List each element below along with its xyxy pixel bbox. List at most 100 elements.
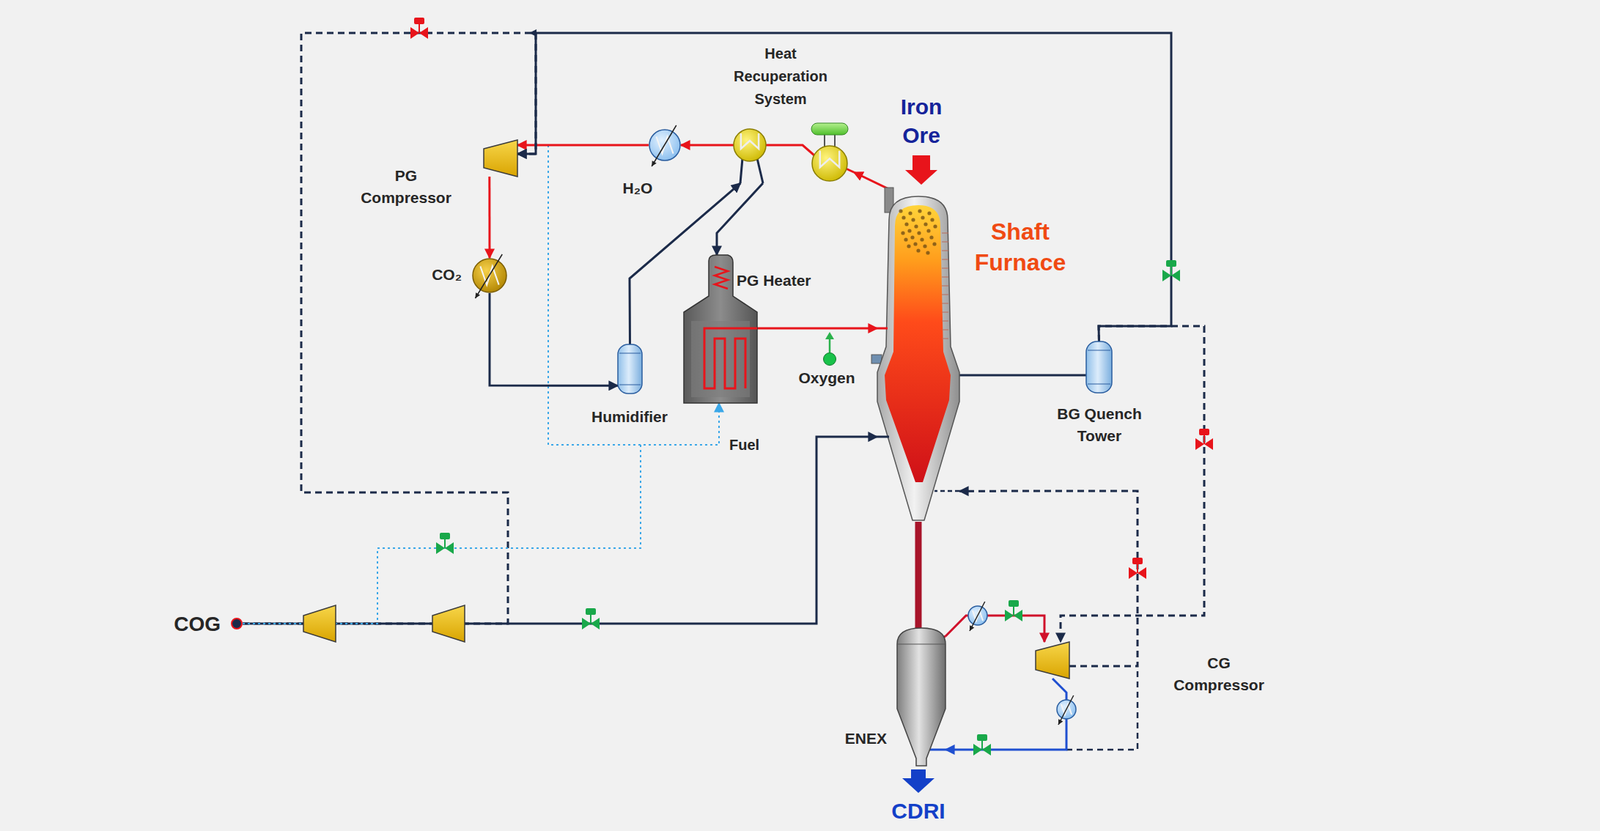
symbol-group [1086, 341, 1112, 393]
equipment-circle [916, 230, 921, 235]
pipe-line [941, 303, 949, 305]
pipe-path [877, 196, 960, 521]
equipment-circle [911, 217, 915, 222]
symbol-group [581, 608, 600, 630]
equipment-icon [877, 189, 960, 527]
equipment-shape [581, 617, 591, 630]
equipment-label: Oxygen [798, 368, 855, 388]
equipment-node: Shaft Furnace [877, 189, 960, 527]
product-arrow [902, 769, 935, 794]
symbol-group [1128, 557, 1147, 580]
pipe-line [474, 254, 503, 299]
pipe-line [941, 277, 949, 278]
equipment-shape [1035, 642, 1070, 679]
process-stream [853, 172, 890, 190]
symbol-group [1004, 600, 1023, 622]
equipment-circle [906, 244, 911, 248]
pipe-line [619, 353, 641, 355]
equipment-node: PG Heater [683, 255, 758, 404]
process-stream [716, 183, 763, 256]
equipment-rect [811, 123, 849, 135]
equipment-label: Heat Recuperation System [733, 42, 828, 111]
feed-arrow [905, 155, 938, 185]
symbol-group [410, 17, 429, 39]
pipe-line [934, 490, 960, 493]
symbol-group [649, 125, 681, 167]
pipe-line [590, 614, 592, 624]
pipe-line [1058, 695, 1074, 725]
equipment-icon [230, 617, 243, 630]
pipe-line [969, 601, 986, 632]
equipment-shape [651, 160, 657, 167]
equipment-node: Humidifier [617, 344, 643, 394]
pipe-line [704, 328, 758, 389]
recycle-line [1066, 666, 1138, 750]
equipment-rect [1132, 557, 1143, 565]
equipment-shape [1162, 269, 1172, 282]
equipment-shape [1058, 719, 1063, 725]
equipment-rect [1199, 428, 1210, 436]
process-stream [489, 293, 618, 386]
process-stream [959, 373, 1087, 376]
symbol-group [871, 187, 960, 521]
equipment-shape [969, 625, 975, 632]
pipe-line [444, 538, 446, 549]
symbol-group [231, 618, 242, 629]
stream-label: Fuel [729, 436, 760, 455]
pipe-line [1012, 606, 1015, 616]
pipe-line [1203, 434, 1205, 445]
equipment-node: Oxygen [823, 352, 837, 366]
symbol-group [1162, 260, 1181, 282]
equipment-label: CO₂ [431, 265, 462, 285]
pipe-line [1087, 384, 1111, 385]
pipe-line [619, 384, 641, 386]
equipment-circle [907, 228, 912, 233]
equipment-icon [897, 626, 946, 766]
equipment-node: CO₂ [472, 257, 508, 294]
equipment-icon [729, 115, 854, 184]
equipment-circle [913, 224, 918, 228]
oxygen-line [828, 338, 832, 353]
pipe-line [1136, 563, 1139, 574]
equipment-circle [913, 241, 917, 246]
equipment-label: H₂O [622, 178, 654, 198]
oxygen-arrow [825, 332, 835, 340]
pipe-line [930, 749, 946, 752]
equipment-circle [908, 211, 912, 215]
pipe-line [941, 233, 949, 234]
equipment-icon [617, 344, 643, 394]
equipment-circle [231, 618, 242, 629]
equipment-label: PG Compressor [360, 164, 452, 210]
equipment-circle [898, 208, 903, 213]
pipe-line [714, 266, 728, 289]
equipment-shape [419, 27, 429, 39]
equipment-label: BG Quench Tower [1044, 403, 1155, 448]
equipment-circle [926, 228, 931, 233]
pipe-line [941, 294, 949, 296]
pipe-line [941, 250, 949, 252]
equipment-shape [436, 542, 445, 555]
process-stream [242, 403, 720, 624]
equipment-rect [439, 532, 451, 540]
equipment-circle [927, 211, 931, 215]
equipment-circle [917, 208, 922, 213]
pipe-line [981, 740, 983, 750]
symbol-group [436, 532, 454, 555]
pipe-line [651, 125, 677, 167]
equipment-circle [919, 237, 924, 242]
stream-label: CDRI [891, 797, 945, 826]
equipment-rect [585, 608, 596, 615]
pipe-line [1087, 350, 1111, 352]
equipment-shape [1013, 609, 1023, 622]
equipment-circle [904, 222, 909, 226]
pipe-line [877, 327, 888, 330]
equipment-circle [900, 230, 905, 235]
equipment-icon [472, 257, 508, 294]
equipment-shape [474, 292, 481, 299]
stream-label: Iron Ore [900, 92, 943, 150]
equipment-rect [1008, 600, 1019, 607]
equipment-rect [617, 344, 643, 394]
